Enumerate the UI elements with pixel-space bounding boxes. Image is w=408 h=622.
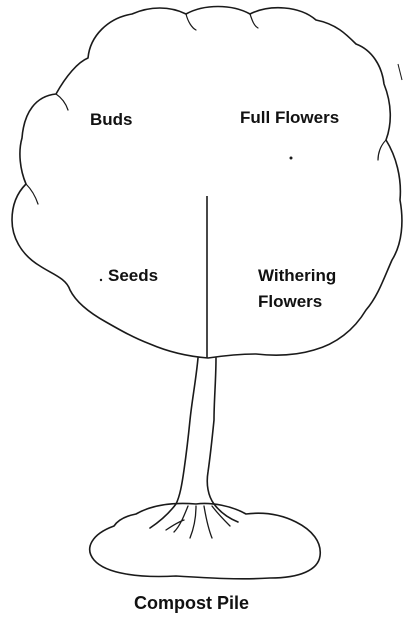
tree-trunk [150,358,238,528]
label-buds: Buds [90,109,133,130]
speck-mark [100,279,102,281]
label-full-flowers: Full Flowers [240,107,339,128]
label-withering-line2: Flowers [258,289,336,315]
label-compost-pile: Compost Pile [134,593,249,614]
speck-mark [290,157,293,160]
stray-mark [398,64,402,80]
label-withering-flowers: Withering Flowers [258,263,336,315]
label-withering-line1: Withering [258,263,336,289]
label-seeds: Seeds [108,265,158,286]
